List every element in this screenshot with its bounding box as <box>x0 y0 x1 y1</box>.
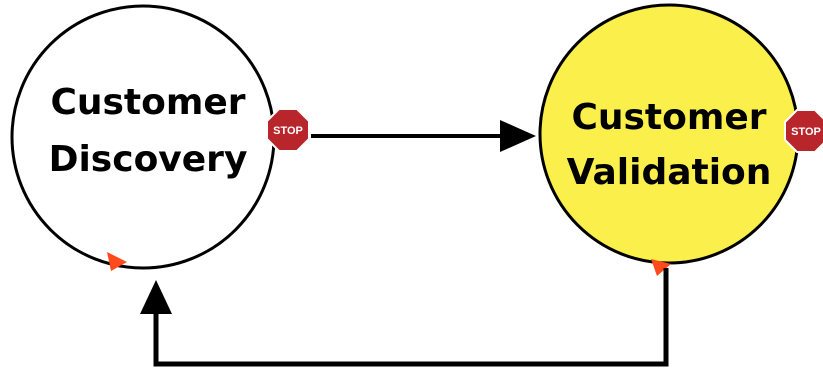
customer-validation-node: Customer Validation <box>538 3 800 276</box>
stop-octagon <box>784 109 823 153</box>
customer-discovery-node: Customer Discovery <box>10 4 276 271</box>
validation-loop-marker-icon <box>651 259 671 276</box>
customer-discovery-circle <box>10 4 276 270</box>
stop-sign-discovery-icon: STOP <box>266 108 310 152</box>
customer-validation-label-line2: Validation <box>567 152 772 193</box>
customer-validation-label-line1: Customer <box>571 97 766 138</box>
customer-discovery-label-line2: Discovery <box>49 139 248 180</box>
return-arrow-head-icon <box>140 280 172 314</box>
stop-sign-discovery-label: STOP <box>273 125 303 137</box>
stop-octagon <box>266 108 310 152</box>
stop-sign-validation-label: STOP <box>791 126 821 138</box>
discovery-loop-marker-icon <box>107 252 127 271</box>
return-arrow <box>153 268 669 367</box>
stop-sign-validation-icon: STOP <box>784 109 823 153</box>
forward-arrow-head-icon <box>500 120 536 152</box>
customer-discovery-label-line1: Customer <box>50 82 245 123</box>
